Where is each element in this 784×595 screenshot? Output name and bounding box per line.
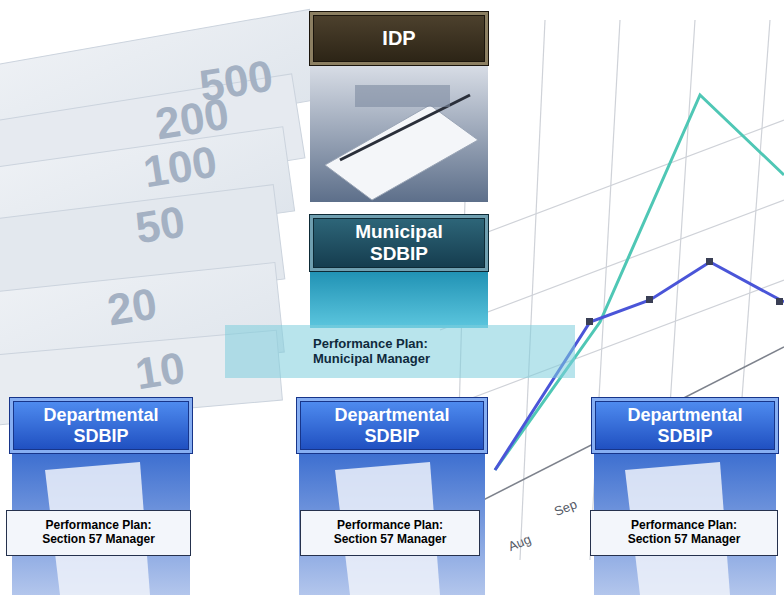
banknote-number: 10 bbox=[132, 342, 188, 399]
box-text: Performance Plan: Municipal Manager bbox=[313, 337, 463, 367]
water-picture bbox=[310, 268, 488, 328]
performance-box: Performance Plan: Section 57 Manager bbox=[6, 510, 191, 556]
box-text: Departmental SDBIP bbox=[610, 405, 760, 446]
document-picture bbox=[310, 65, 488, 202]
box-text: Departmental SDBIP bbox=[26, 405, 176, 446]
performance-box: Performance Plan: Section 57 Manager bbox=[590, 510, 778, 556]
plan-box: IDP bbox=[310, 12, 488, 65]
box-text: Departmental SDBIP bbox=[317, 405, 467, 446]
banknote-number: 20 bbox=[104, 278, 160, 335]
document-picture bbox=[12, 453, 776, 595]
department-box: Departmental SDBIP bbox=[10, 398, 192, 453]
axis-label: Aug bbox=[506, 531, 533, 554]
box-text: IDP bbox=[382, 27, 415, 50]
department-box: Departmental SDBIP bbox=[592, 398, 778, 453]
box-text: Performance Plan: Section 57 Manager bbox=[323, 519, 458, 547]
axis-label: Sep bbox=[552, 496, 579, 519]
banknote-number: 50 bbox=[132, 196, 188, 253]
box-text: Performance Plan: Section 57 Manager bbox=[31, 519, 166, 547]
chart-line bbox=[495, 95, 784, 470]
performance-band: Performance Plan: Municipal Manager bbox=[225, 325, 575, 378]
box-text: Municipal SDBIP bbox=[334, 221, 464, 265]
plan-box: Municipal SDBIP bbox=[310, 215, 488, 271]
department-box: Departmental SDBIP bbox=[297, 398, 487, 453]
box-text: Performance Plan: Section 57 Manager bbox=[617, 519, 752, 547]
performance-box: Performance Plan: Section 57 Manager bbox=[300, 510, 480, 556]
chart-markers bbox=[586, 258, 783, 325]
